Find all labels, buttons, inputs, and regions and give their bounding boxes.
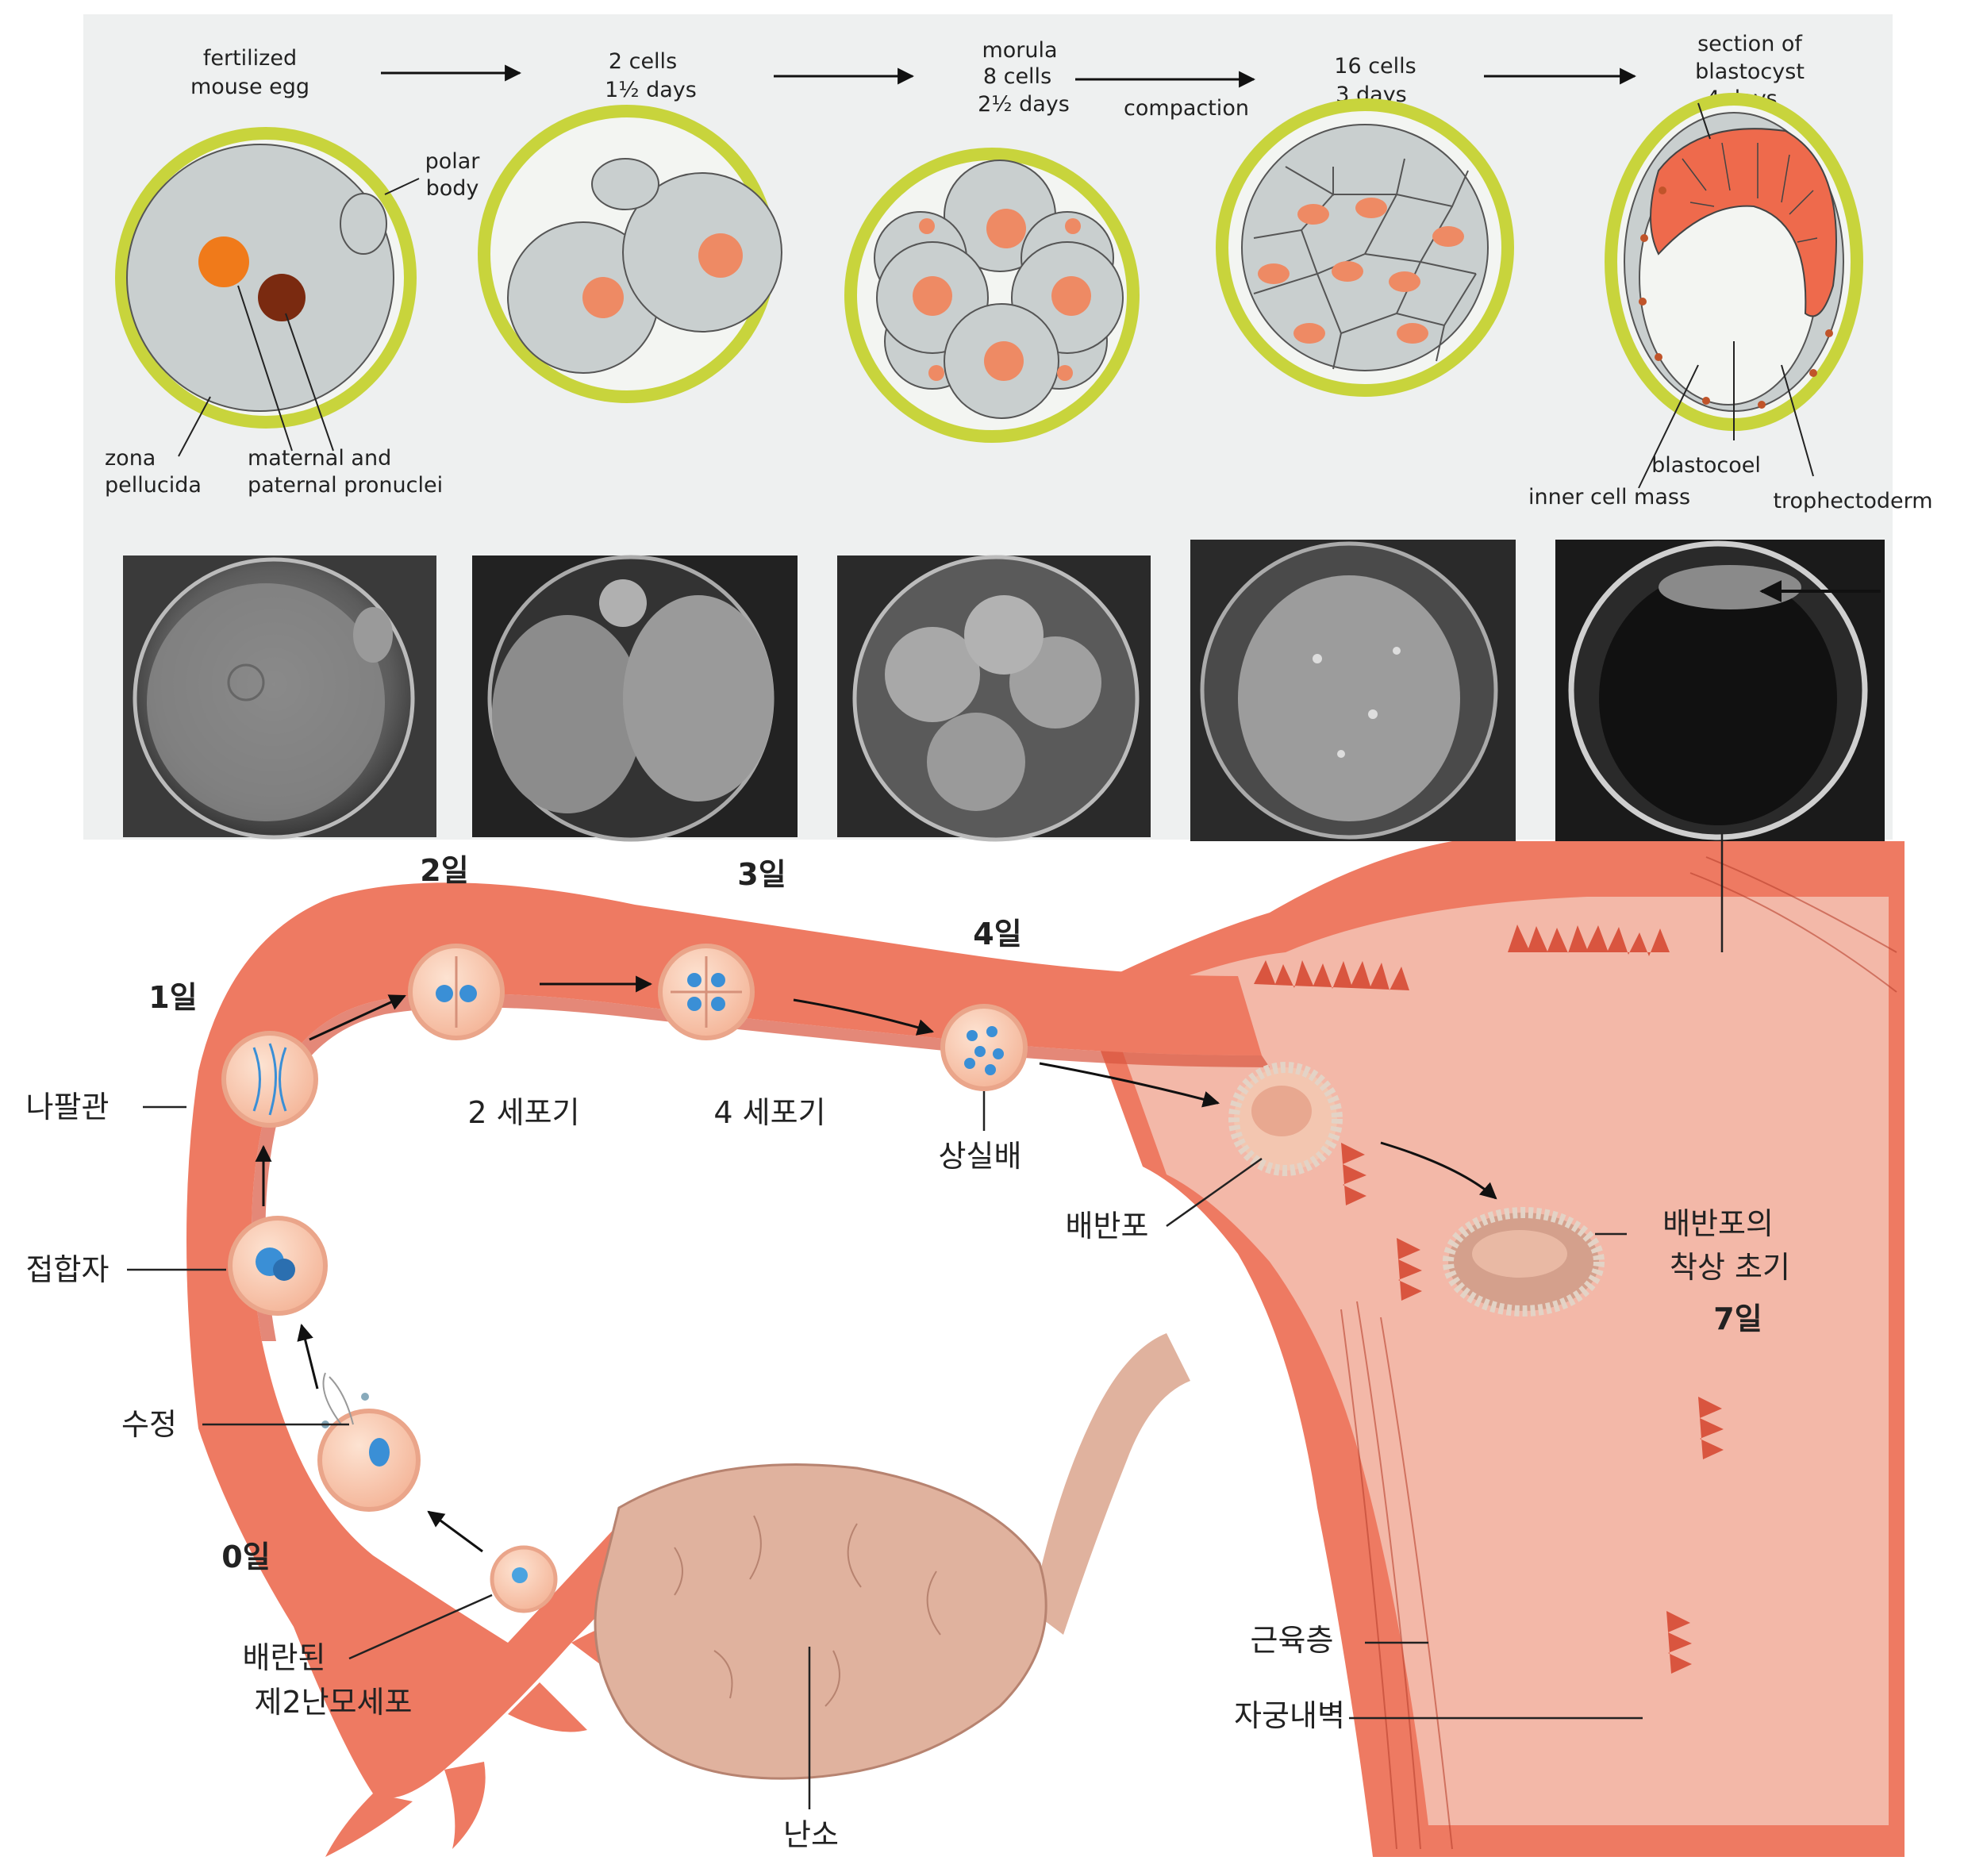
morula-drawing — [844, 148, 1140, 443]
stage-label-morula: morula 8 cells 2½ days — [978, 38, 1070, 117]
16-cell-drawing — [1216, 98, 1514, 397]
micrograph-fertilized-egg — [123, 555, 436, 840]
implanting-blastocyst — [1443, 1207, 1605, 1317]
nucleus — [582, 277, 624, 318]
oocyte-label-line-2: 제2난모세포 — [255, 1685, 413, 1720]
zygote-embryo — [228, 1216, 328, 1316]
stage-label-fertilized-egg: fertilized mouse egg — [190, 46, 309, 99]
zona-pellucida-label: zona pellucida — [105, 446, 202, 498]
compaction-label: compaction — [1124, 96, 1249, 121]
oocyte-label-line-1: 배란된 — [243, 1640, 326, 1675]
trophectoderm-label: trophectoderm — [1773, 489, 1932, 513]
zygote-label: 접합자 — [26, 1252, 110, 1287]
pronuclei-label: maternal and paternal pronuclei — [248, 446, 443, 498]
four-cell-embryo — [658, 944, 755, 1040]
day-2-label: 2일 — [420, 853, 468, 888]
morula-label: 상실배 — [939, 1139, 1022, 1174]
svg-text:polar: polar — [425, 149, 481, 174]
svg-text:body: body — [426, 176, 479, 201]
stage-label-2-cells: 2 cells 1½ days — [605, 49, 697, 102]
micrograph-blastocyst — [1555, 540, 1885, 841]
morula-embryo — [940, 1004, 1028, 1091]
ovary-shape — [594, 1463, 1047, 1780]
inner-cell-mass-shape — [1650, 128, 1837, 317]
svg-text:zona: zona — [105, 446, 156, 471]
one-day-embryo — [221, 1031, 318, 1128]
path-arrows — [255, 975, 1497, 1553]
egg-cytoplasm — [126, 144, 394, 412]
inner-cell-mass-label: inner cell mass — [1528, 485, 1690, 509]
implantation-label-line-1: 배반포의 — [1662, 1206, 1774, 1241]
stage-arrows — [381, 64, 1637, 88]
endometrium-label: 자궁내벽 — [1234, 1698, 1345, 1733]
reproductive-tract-illustration — [127, 833, 1905, 1857]
svg-text:2½ days: 2½ days — [978, 92, 1070, 117]
fertilization-embryo — [317, 1372, 421, 1512]
leader-lines — [127, 833, 1724, 1809]
blastocyst-embryo — [1228, 1062, 1343, 1176]
svg-text:morula: morula — [982, 38, 1057, 63]
fertilized-egg-drawing — [115, 127, 420, 457]
micrograph-morula — [837, 555, 1151, 842]
svg-text:mouse egg: mouse egg — [190, 75, 309, 99]
svg-text:fertilized: fertilized — [203, 46, 297, 71]
four-cell-label: 4 세포기 — [713, 1095, 825, 1130]
day-7-label: 7일 — [1713, 1301, 1762, 1336]
muscle-layer-label: 근육층 — [1251, 1623, 1334, 1658]
day-1-label: 1일 — [148, 980, 197, 1015]
two-cell-label: 2 세포기 — [467, 1095, 579, 1130]
oviduct-label: 나팔관 — [26, 1090, 110, 1124]
svg-text:16 cells: 16 cells — [1334, 54, 1416, 79]
implantation-label-line-2: 착상 초기 — [1670, 1250, 1790, 1285]
day-4-label: 4일 — [973, 917, 1021, 951]
ovary-texture — [674, 1515, 941, 1707]
ovarian-ligament — [1032, 1333, 1190, 1635]
svg-text:maternal and: maternal and — [248, 446, 391, 471]
svg-text:pellucida: pellucida — [105, 473, 202, 498]
polar-body — [340, 193, 387, 255]
blastocoel-label: blastocoel — [1651, 453, 1761, 478]
muscle-striations — [1340, 856, 1897, 1850]
two-cell-drawing — [478, 105, 782, 403]
svg-text:2 cells: 2 cells — [609, 49, 677, 74]
day-3-label: 3일 — [737, 857, 786, 892]
svg-text:8 cells: 8 cells — [983, 64, 1051, 89]
fertilization-label: 수정 — [121, 1407, 177, 1442]
svg-text:paternal pronuclei: paternal pronuclei — [248, 473, 443, 498]
endometrium-folds — [1254, 925, 1724, 1674]
polar-body-label: polar body — [425, 149, 481, 201]
day-0-label: 0일 — [221, 1540, 270, 1574]
micrograph-2-cells — [472, 555, 798, 842]
blastocyst-label: 배반포 — [1066, 1209, 1149, 1244]
polar-body — [591, 158, 659, 210]
ovary-label: 난소 — [783, 1817, 839, 1852]
svg-text:blastocyst: blastocyst — [1695, 60, 1805, 84]
micrograph-16-cells — [1190, 540, 1516, 841]
two-cell-embryo — [408, 944, 505, 1040]
micrograph-row — [123, 540, 1885, 842]
bottom-text-labels: 0일 1일 2일 3일 4일 7일 나팔관 접합자 수정 배란된 제2난모세포 … — [26, 853, 1790, 1852]
oviduct — [186, 882, 1262, 1798]
svg-text:1½ days: 1½ days — [605, 78, 697, 102]
oocyte-embryo — [490, 1545, 558, 1613]
paternal-pronucleus — [258, 274, 306, 321]
maternal-pronucleus — [198, 236, 249, 287]
nucleus — [698, 233, 743, 278]
blastocyst-section-drawing — [1605, 93, 1863, 489]
svg-text:section of: section of — [1697, 32, 1803, 56]
